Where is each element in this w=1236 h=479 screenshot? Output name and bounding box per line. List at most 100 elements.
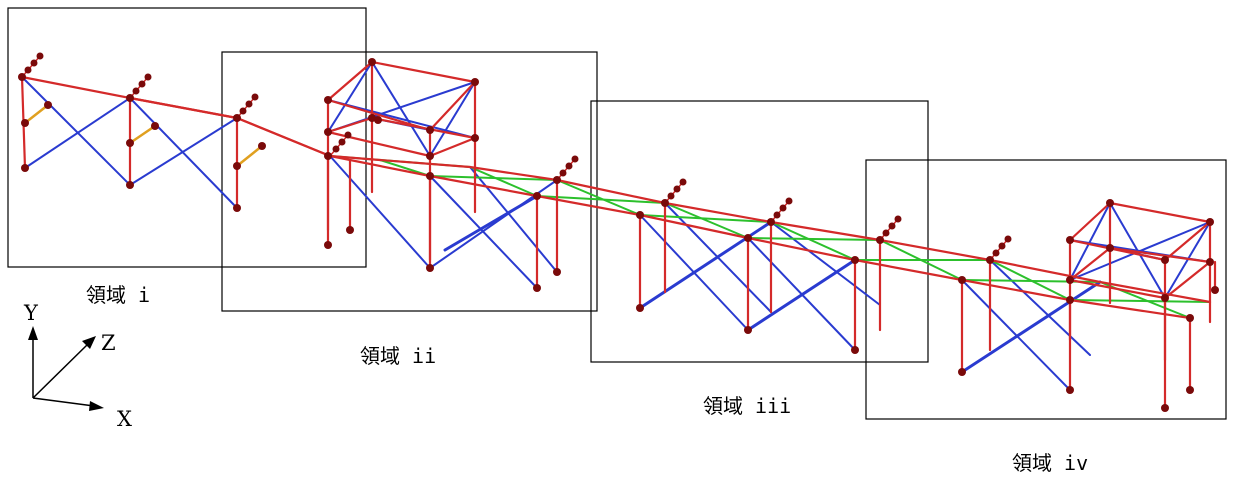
y-axis-label: Y — [23, 301, 39, 325]
joint-node — [126, 139, 134, 147]
joint-node — [553, 176, 561, 184]
joint-node — [21, 164, 29, 172]
diagonal-brace — [329, 155, 431, 269]
lateral-braces — [329, 155, 1211, 319]
joint-node — [471, 78, 479, 86]
tower-frame — [1163, 260, 1212, 300]
diagonal-brace — [129, 117, 238, 186]
joint-node — [636, 211, 644, 219]
diagonal-brace — [21, 76, 131, 186]
lateral-brace — [664, 202, 749, 239]
top-chord-member — [853, 258, 964, 282]
joint-node — [346, 226, 354, 234]
strut — [128, 124, 157, 145]
y-arrowhead-icon — [28, 326, 38, 340]
joint-node — [1161, 294, 1169, 302]
joint-node — [324, 128, 332, 136]
lateral-brace — [770, 221, 856, 261]
antenna-stem — [129, 76, 149, 99]
z-axis-label: Z — [101, 331, 116, 355]
diagonal-brace — [469, 166, 558, 273]
antenna-node — [888, 222, 896, 230]
antenna-node — [344, 131, 352, 139]
tower-brace — [327, 61, 373, 133]
joint-node — [18, 73, 26, 81]
region-frame-ii — [221, 51, 598, 312]
diagonal-brace — [443, 194, 539, 252]
antenna-stem — [556, 158, 576, 181]
top-chord-member — [20, 75, 132, 100]
joint-node — [767, 218, 775, 226]
joint-node — [1066, 236, 1074, 244]
tower-frame — [1068, 278, 1167, 300]
joint-node — [851, 346, 859, 354]
joint-node — [324, 96, 332, 104]
antenna-node — [773, 211, 781, 219]
joint-node — [426, 172, 434, 180]
upper-chord-member — [555, 178, 667, 205]
antenna-node — [894, 215, 902, 223]
lateral-brace — [1069, 299, 1211, 303]
region-label-i: 領域 i — [86, 283, 150, 307]
tower-brace — [1109, 202, 1166, 299]
joint-node — [1161, 256, 1169, 264]
tower-frame — [1068, 201, 1112, 242]
region-label-iii: 領域 iii — [703, 394, 791, 418]
joint-node — [126, 94, 134, 102]
z-axis-arrow — [32, 343, 89, 399]
upper-chord-member — [1098, 280, 1212, 304]
joint-node — [986, 256, 994, 264]
tower-frame — [1108, 201, 1212, 224]
antenna-node — [667, 192, 675, 200]
region-frames — [7, 7, 1227, 420]
joint-node — [958, 276, 966, 284]
joint-node — [533, 284, 541, 292]
joint-node — [958, 368, 966, 376]
z-arrowhead-icon — [82, 336, 96, 349]
diagonal-brace — [746, 258, 857, 332]
tower-frame — [1108, 246, 1212, 264]
antenna-node — [239, 107, 247, 115]
top-chord-member — [960, 278, 1072, 302]
joint-node — [636, 304, 644, 312]
joint-node — [126, 181, 134, 189]
antenna-node — [673, 185, 681, 193]
region-frame-i — [7, 7, 367, 268]
antenna-stem — [770, 200, 790, 223]
antenna-node — [882, 229, 890, 237]
antenna-node — [338, 138, 346, 146]
antenna-stem — [21, 55, 41, 78]
antenna-node — [245, 100, 253, 108]
joint-node — [533, 192, 541, 200]
joint-node — [851, 256, 859, 264]
lateral-brace — [639, 214, 772, 223]
joint-node — [233, 114, 241, 122]
tower-brace — [1069, 221, 1211, 281]
region-label-iv: 領域 iv — [1012, 451, 1088, 475]
antenna-stem — [664, 181, 684, 204]
diagonal-brace — [664, 202, 772, 313]
upper-chord-member — [878, 238, 992, 262]
tower-brace — [371, 61, 431, 157]
joint-node — [1211, 286, 1219, 294]
joint-node — [1161, 404, 1169, 412]
joint-node — [553, 268, 561, 276]
joint-node — [876, 236, 884, 244]
upper-chord-member — [378, 158, 472, 169]
upper-chord-member — [235, 116, 332, 158]
top-chord-member — [535, 194, 642, 217]
antenna-stem — [236, 96, 256, 119]
upper-chord-member — [468, 165, 559, 182]
antenna-node — [332, 145, 340, 153]
tower-frame — [326, 60, 374, 102]
tower-frame — [1068, 246, 1112, 282]
antenna-node — [132, 87, 140, 95]
joint-node — [1066, 276, 1074, 284]
joint-node — [44, 101, 52, 109]
joint-node — [744, 326, 752, 334]
diagonal-brace — [129, 97, 238, 209]
joint-node — [151, 122, 159, 130]
antenna-node — [1004, 235, 1012, 243]
top-chord-member — [1068, 298, 1192, 320]
